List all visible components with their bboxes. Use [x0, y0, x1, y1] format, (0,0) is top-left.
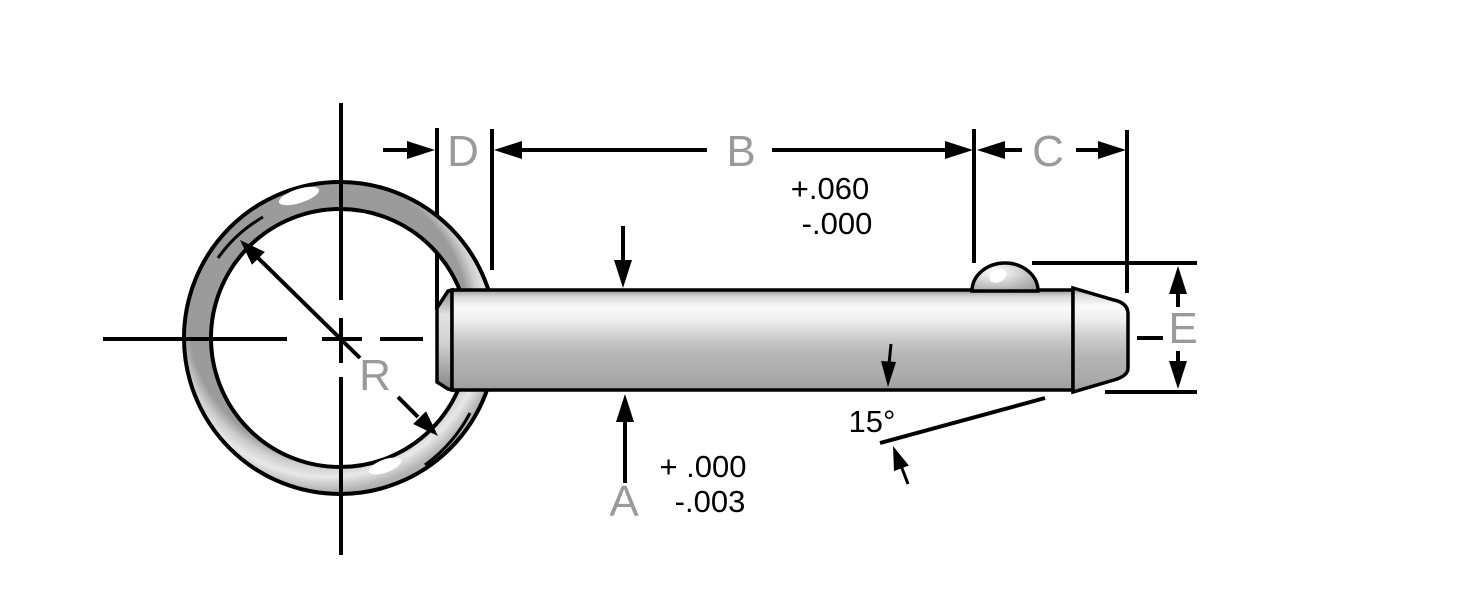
dim-e-label: E — [1168, 304, 1197, 353]
dim-a — [614, 226, 634, 483]
dim-row-top — [383, 141, 1126, 159]
dim-b-arrow-right-icon — [945, 141, 973, 159]
dim-a-tolerance-minus: -.003 — [675, 484, 746, 519]
pin-shaft — [450, 288, 1075, 392]
ring-shade-arc-bottom — [424, 412, 472, 467]
ring-shade-arc-top — [216, 215, 264, 259]
taper-pointer-tail — [887, 343, 893, 365]
tip-angle-label: 15° — [849, 404, 896, 439]
ring-highlight-bottom — [368, 457, 402, 475]
dim-e-arrow-down-icon — [1169, 361, 1187, 389]
radius-line-main — [248, 248, 362, 360]
pin-tapered-tip — [1071, 285, 1130, 395]
dim-a-arrow-up-icon — [616, 394, 634, 422]
pin-body — [435, 261, 1130, 395]
radius-arrow-upper-icon — [240, 240, 265, 265]
dim-a-tolerance-plus: + .000 — [659, 449, 746, 484]
taper-pointer — [881, 343, 896, 387]
radius-line-dash — [396, 395, 420, 419]
dim-c-label: C — [1032, 127, 1064, 176]
dim-a-arrow-down-icon — [614, 260, 632, 288]
dim-e — [1032, 261, 1197, 394]
dim-d-label: D — [447, 127, 479, 176]
angle-callout — [879, 396, 1046, 485]
dim-r — [240, 240, 438, 436]
dim-c-arrow-left-icon — [977, 141, 1005, 159]
taper-pointer-arrow-icon — [881, 361, 896, 387]
angle-arrow-icon — [893, 446, 909, 472]
dim-b-label: B — [726, 127, 755, 176]
radius-arrow-lower-icon — [413, 411, 438, 436]
dim-a-label: A — [609, 477, 639, 526]
dim-e-arrow-up-icon — [1169, 266, 1187, 294]
dim-b-tolerance-plus: +.060 — [791, 171, 869, 206]
dim-r-label: R — [359, 351, 391, 400]
dim-d-arrow-icon — [407, 141, 435, 159]
ring-highlight-top — [278, 186, 320, 206]
labels: D B C E A R +.060 -.000 + .000 -.003 15° — [359, 127, 1198, 526]
angle-reference-line — [879, 396, 1046, 445]
dim-b-arrow-left-icon — [494, 141, 522, 159]
dim-c-arrow-right-icon — [1098, 141, 1126, 159]
dim-b-tolerance-minus: -.000 — [802, 206, 873, 241]
detent-ball-highlight — [989, 269, 1007, 283]
pin-end-cap — [435, 287, 454, 393]
